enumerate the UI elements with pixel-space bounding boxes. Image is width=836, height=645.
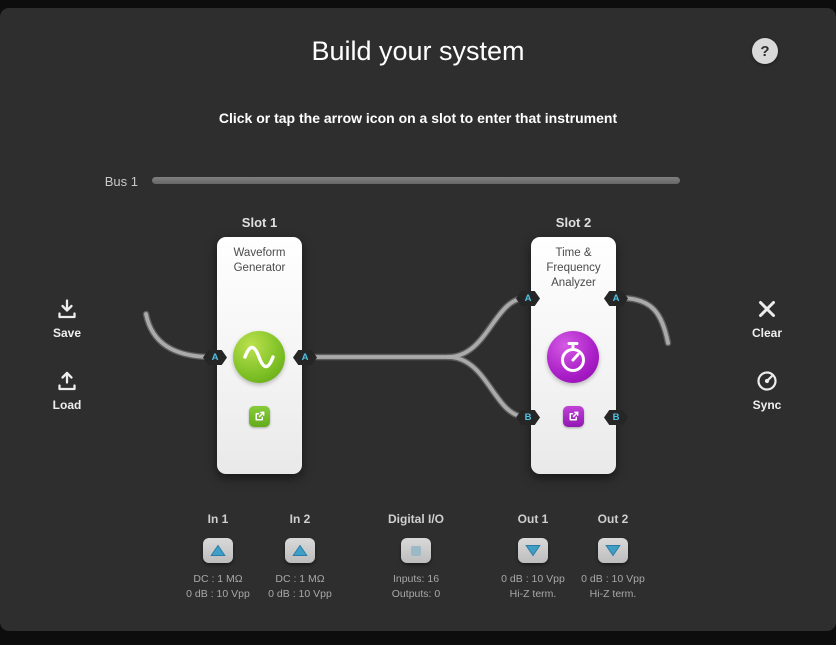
io-out1-label: Out 1 [517, 512, 549, 526]
sync-label: Sync [752, 398, 782, 412]
slot1-enter-button[interactable] [249, 406, 270, 427]
save-label: Save [52, 326, 82, 340]
slot2-label: Slot 2 [555, 215, 592, 230]
io-column-out2: Out 2 0 dB : 10 Vpp Hi-Z term. [568, 512, 658, 601]
enter-instrument-icon [255, 411, 265, 421]
io-in1-button[interactable] [203, 538, 233, 563]
io-out2-line2: Hi-Z term. [589, 587, 637, 600]
slot1-card[interactable]: Waveform Generator [217, 237, 302, 474]
help-button[interactable]: ? [752, 38, 778, 64]
slot2-output-port-a[interactable]: A [604, 291, 628, 306]
sine-wave-icon [243, 345, 275, 369]
main-panel [0, 8, 836, 631]
stopwatch-icon [561, 342, 585, 372]
sync-clock-icon [757, 371, 777, 391]
slot2-input-port-a[interactable]: A [516, 291, 540, 306]
io-digital-label: Digital I/O [387, 512, 444, 526]
slot2-enter-button[interactable] [563, 406, 584, 427]
io-digital-button[interactable] [401, 538, 431, 563]
clear-button[interactable]: Clear [737, 297, 797, 340]
io-column-in2: In 2 DC : 1 MΩ 0 dB : 10 Vpp [255, 512, 345, 601]
io-out2-button[interactable] [598, 538, 628, 563]
io-in2-line1: DC : 1 MΩ [275, 573, 325, 585]
digital-square-icon [411, 545, 421, 556]
slot2-input-port-b[interactable]: B [516, 410, 540, 425]
time-frequency-analyzer-icon[interactable] [547, 331, 599, 383]
io-out1-line1: 0 dB : 10 Vpp [501, 573, 565, 585]
io-in1-line2: 0 dB : 10 Vpp [186, 587, 250, 600]
load-icon [58, 371, 76, 391]
save-button[interactable]: Save [37, 297, 97, 340]
slot1-output-port-a[interactable]: A [293, 350, 317, 365]
input-up-triangle-icon [292, 544, 308, 556]
waveform-generator-icon[interactable] [233, 331, 285, 383]
page-subtitle: Click or tap the arrow icon on a slot to… [218, 110, 618, 126]
page-title: Build your system [311, 36, 525, 66]
slot2-output-port-b[interactable]: B [604, 410, 628, 425]
save-icon [58, 299, 76, 319]
io-out2-line1: 0 dB : 10 Vpp [581, 573, 645, 585]
io-column-in1: In 1 DC : 1 MΩ 0 dB : 10 Vpp [173, 512, 263, 601]
io-in2-button[interactable] [285, 538, 315, 563]
slot1-label: Slot 1 [241, 215, 278, 230]
enter-instrument-icon [569, 411, 579, 421]
io-column-out1: Out 1 0 dB : 10 Vpp Hi-Z term. [488, 512, 578, 601]
slot2-card[interactable]: Time & Frequency Analyzer [531, 237, 616, 474]
io-digital-line1: Inputs: 16 [392, 573, 440, 585]
sync-button[interactable]: Sync [737, 369, 797, 412]
output-down-triangle-icon [525, 545, 541, 557]
load-label: Load [52, 398, 82, 412]
io-column-digital: Digital I/O Inputs: 16 Outputs: 0 [371, 512, 461, 601]
io-out1-button[interactable] [518, 538, 548, 563]
input-up-triangle-icon [210, 544, 226, 556]
bus-bar[interactable] [152, 177, 680, 184]
io-digital-line2: Outputs: 0 [391, 587, 441, 600]
io-in2-line2: 0 dB : 10 Vpp [268, 587, 332, 600]
load-button[interactable]: Load [37, 369, 97, 412]
output-down-triangle-icon [605, 545, 621, 557]
slot1-instrument-name: Waveform Generator [233, 247, 286, 274]
io-in1-label: In 1 [207, 512, 229, 526]
io-out2-label: Out 2 [597, 512, 629, 526]
slot2-instrument-name: Time & Frequency Analyzer [546, 247, 601, 289]
io-in1-line1: DC : 1 MΩ [193, 573, 243, 585]
slot1-input-port-a[interactable]: A [203, 350, 227, 365]
io-in2-label: In 2 [289, 512, 311, 526]
io-out1-line2: Hi-Z term. [509, 587, 557, 600]
clear-x-icon [759, 301, 775, 317]
bus-label: Bus 1 [104, 174, 138, 189]
clear-label: Clear [751, 326, 783, 340]
